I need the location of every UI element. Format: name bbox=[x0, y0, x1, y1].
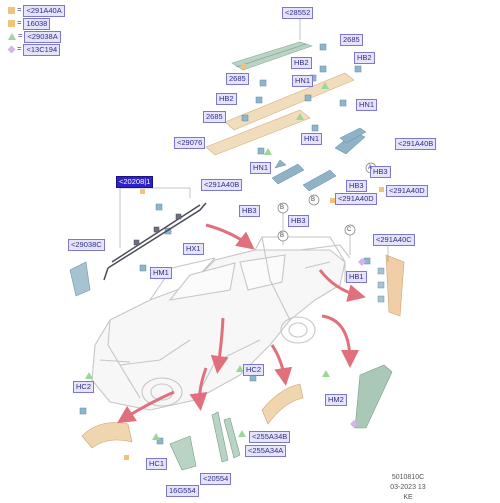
label-2685-c[interactable]: 2685 bbox=[203, 111, 226, 123]
label-hc2-b[interactable]: HC2 bbox=[243, 364, 265, 376]
label-291a40b-b[interactable]: <291A40B bbox=[201, 179, 243, 191]
label-2685-a[interactable]: 2685 bbox=[340, 34, 363, 46]
drawing-code: 5010810C bbox=[391, 474, 425, 481]
label-20554[interactable]: <20554 bbox=[200, 473, 232, 485]
label-291a40d-b[interactable]: <291A40D bbox=[335, 193, 377, 205]
label-28552[interactable]: <28552 bbox=[282, 7, 314, 19]
triangle-icon bbox=[8, 33, 16, 40]
label-hb2-c[interactable]: HB2 bbox=[216, 93, 237, 105]
label-selected-part[interactable]: <20208|1 bbox=[116, 176, 154, 188]
label-hm1[interactable]: HM1 bbox=[150, 267, 172, 279]
label-hc1[interactable]: HC1 bbox=[146, 458, 168, 470]
label-291a40c[interactable]: <291A40C bbox=[373, 234, 415, 246]
label-29038c[interactable]: <29038C bbox=[68, 239, 105, 251]
label-29076[interactable]: <29076 bbox=[174, 137, 206, 149]
symbol-markers bbox=[85, 64, 384, 460]
label-hb3-d[interactable]: HB3 bbox=[288, 215, 309, 227]
label-hn1-a[interactable]: HN1 bbox=[292, 75, 314, 87]
legend-label-29038a[interactable]: <29038A bbox=[24, 31, 61, 43]
roof-molding bbox=[205, 72, 355, 156]
label-255a34b[interactable]: <255A34B bbox=[249, 431, 291, 443]
label-2685-b[interactable]: 2685 bbox=[226, 73, 249, 85]
footer-block: 5010810C 03-2023 13 KE bbox=[378, 473, 438, 503]
callout-b-1: B bbox=[280, 205, 285, 211]
label-hb2-a[interactable]: HB2 bbox=[291, 57, 312, 69]
legend-label-291a40a[interactable]: <291A40A bbox=[23, 5, 65, 17]
mudflap-left bbox=[69, 261, 91, 297]
label-291a40b-a[interactable]: <291A40B bbox=[395, 138, 437, 150]
legend-item-3: =<29038A bbox=[8, 31, 61, 43]
label-hn1-d[interactable]: HN1 bbox=[250, 162, 272, 174]
label-hb3-a[interactable]: HB3 bbox=[370, 166, 391, 178]
callout-b-3: B bbox=[280, 233, 285, 239]
square-icon bbox=[8, 20, 15, 27]
callout-a: A bbox=[368, 165, 373, 171]
square-icon bbox=[8, 7, 15, 14]
label-hb3-c[interactable]: HB3 bbox=[239, 205, 260, 217]
wheel-arch-rear bbox=[261, 383, 304, 425]
rear-trim-right bbox=[385, 254, 405, 317]
roof-rail-top bbox=[231, 41, 313, 71]
label-hx1[interactable]: HX1 bbox=[183, 243, 204, 255]
quarter-trim bbox=[354, 364, 393, 429]
legend-label-13c194[interactable]: <13C194 bbox=[23, 44, 61, 56]
legend-label-16038[interactable]: 16038 bbox=[23, 18, 51, 30]
legend-item-1: =<291A40A bbox=[8, 5, 65, 17]
leader-lines bbox=[119, 17, 389, 262]
rocker-molding bbox=[211, 411, 241, 463]
mudflap-bottom bbox=[169, 435, 197, 471]
drawing-initials: KE bbox=[403, 494, 413, 501]
legend-item-2: =16038 bbox=[8, 18, 51, 30]
diamond-icon bbox=[7, 45, 16, 54]
direction-arrows bbox=[116, 223, 366, 424]
label-hc2-a[interactable]: HC2 bbox=[73, 381, 95, 393]
bracket-group bbox=[271, 127, 367, 192]
label-hb3-b[interactable]: HB3 bbox=[346, 180, 367, 192]
label-255a34a[interactable]: <255A34A bbox=[245, 445, 287, 457]
label-16g554[interactable]: 16G554 bbox=[166, 485, 199, 497]
label-291a40d-a[interactable]: <291A40D bbox=[386, 185, 428, 197]
label-hb1[interactable]: HB1 bbox=[346, 271, 367, 283]
label-hb2-b[interactable]: HB2 bbox=[354, 52, 375, 64]
vehicle-outline bbox=[91, 236, 351, 411]
wheel-arch-front bbox=[81, 422, 133, 449]
callout-b-2: B bbox=[311, 197, 316, 203]
label-hn1-b[interactable]: HN1 bbox=[356, 99, 378, 111]
drawing-date: 03-2023 13 bbox=[390, 484, 426, 491]
label-hm2[interactable]: HM2 bbox=[325, 394, 347, 406]
side-step-rail bbox=[103, 202, 207, 281]
label-hn1-c[interactable]: HN1 bbox=[301, 133, 323, 145]
callout-c: C bbox=[347, 227, 352, 233]
legend-item-4: =<13C194 bbox=[7, 44, 61, 56]
